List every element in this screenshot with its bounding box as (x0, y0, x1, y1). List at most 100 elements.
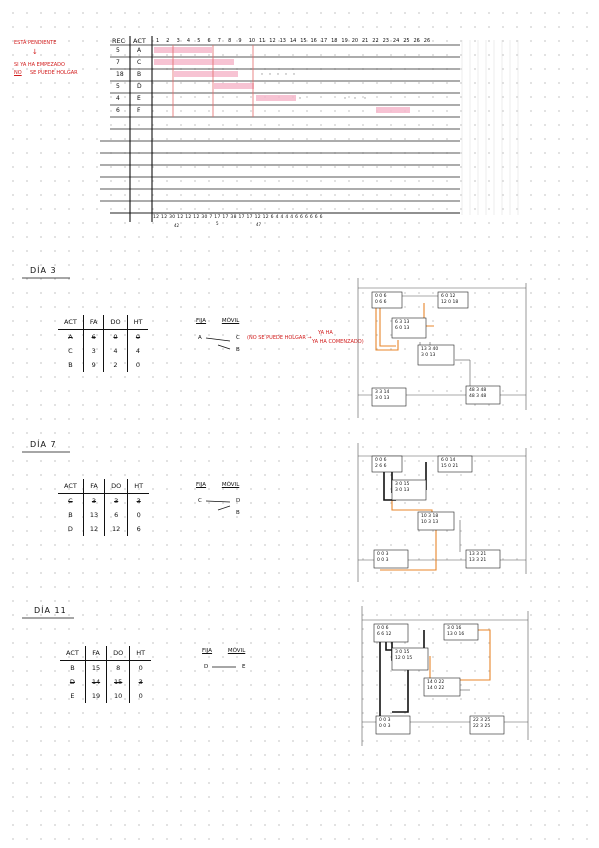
gantt-day-label: 25 (403, 38, 410, 44)
gantt-day-label: 11 (259, 38, 266, 44)
network-node-label: 3 0 13 (375, 396, 390, 401)
network-node-label: 0 0 6 (377, 626, 389, 631)
network-node-label: 14 0 22 (427, 680, 445, 685)
gantt-act-cell: E (137, 95, 141, 102)
network-node-label: 13 0 16 (447, 632, 465, 637)
gantt-day-label: 7 (217, 38, 221, 44)
header-do: DO (103, 315, 128, 330)
movil-activity-2: B (236, 510, 240, 516)
network-node-label: 13 3 21 (469, 558, 487, 563)
cell: B (70, 664, 75, 672)
network-node-label: 10 3 18 (421, 514, 439, 519)
movil-activity-1: D (236, 498, 241, 504)
cell: 4 (103, 344, 128, 358)
gantt-total-note-3: 47 (256, 222, 262, 227)
cell: 0 (129, 689, 152, 703)
day-title: DÍA 3 (30, 266, 57, 275)
network-node-label: 48 3 48 (469, 388, 487, 393)
gantt-day-label: 22 (372, 38, 379, 44)
cell: 3 (104, 493, 128, 508)
gantt-act-cell: A (137, 47, 142, 54)
network-node-label: 0 6 6 (375, 300, 387, 305)
header-fa: FA (84, 646, 107, 661)
cell: E (70, 692, 75, 700)
movil-activity-1: C (236, 335, 240, 341)
gantt-rec-cell: 7 (116, 59, 120, 66)
network-node-label: 6 0 14 (441, 458, 456, 463)
gantt-day-label: 13 (279, 38, 286, 44)
gantt-day-label: 9 (238, 38, 242, 44)
cell: 15 (84, 660, 107, 675)
cell: 12 (104, 522, 128, 536)
network-node-label: 0 0 3 (377, 558, 389, 563)
network-node-label: 22 3 25 (473, 718, 491, 723)
cell: 13 (82, 508, 105, 522)
fija-activity: C (198, 498, 202, 504)
header-act: ACT (58, 479, 84, 494)
network-node-label: 3 0 16 (447, 626, 462, 631)
cell: 0 (126, 358, 149, 372)
header-act: ACT (60, 646, 86, 661)
gantt-day-label: 1 (156, 38, 160, 44)
movil-label: MÓVIL (227, 648, 246, 654)
cell: 6 (104, 508, 128, 522)
cell: C (68, 347, 73, 355)
day-title: DÍA 7 (30, 440, 57, 449)
gantt-rec-cell: 6 (116, 107, 120, 114)
gantt-day-label: 21 (362, 38, 369, 44)
network-node-label: 13 3 21 (469, 552, 487, 557)
cell: 6 (82, 329, 104, 344)
fixed-moving: FIJA MÓVIL (202, 648, 245, 654)
gantt-day-label: 26 (423, 38, 431, 44)
network-node-label: 2 6 6 (375, 464, 387, 469)
cell: 9 (82, 358, 104, 372)
network-node-label: 0 0 6 (375, 294, 387, 299)
gantt-day-label: 24 (392, 38, 400, 44)
fija-label: FIJA (196, 318, 207, 324)
gantt-day-label: 2 (166, 38, 170, 44)
gantt-day-label: 18 (331, 38, 338, 44)
cell: 3 (82, 493, 105, 508)
fija-activity: A (198, 335, 202, 341)
cell: 4 (126, 344, 149, 358)
gantt-day-label: 12 (269, 38, 276, 44)
fija-label: FIJA (196, 482, 207, 488)
network-node-label: 15 0 21 (441, 464, 459, 469)
network-node-label: 12 0 18 (441, 300, 459, 305)
fija-label: FIJA (202, 648, 213, 654)
gantt-day-label: 17 (320, 38, 328, 44)
gantt-day-label: 14 (289, 38, 297, 44)
header-fa: FA (82, 479, 105, 494)
network-node-label: 3 0 15 (395, 650, 410, 655)
fixed-moving: FIJA MÓVIL (196, 482, 239, 488)
header-ht: HT (127, 479, 150, 494)
cell: 3 (129, 675, 152, 689)
movil-label: MÓVIL (221, 482, 240, 488)
day-title: DÍA 11 (34, 606, 67, 615)
network-node-label: 12 0 15 (395, 656, 413, 661)
header-ht: HT (129, 646, 152, 661)
gantt-day-label: 10 (248, 38, 256, 44)
network-node-label: 6 6 12 (377, 632, 392, 637)
cell: B (68, 361, 73, 369)
comment: (NO SE PUEDE HOLGAR → (247, 335, 312, 341)
header-act: ACT (58, 315, 84, 330)
network-node-label: 0 0 3 (377, 552, 389, 557)
cell: 3 (127, 493, 150, 508)
note-started: SI YA HA EMPEZADO (14, 62, 65, 68)
cell: D (67, 525, 73, 533)
note-pending: ESTÁ PENDIENTE (14, 40, 57, 46)
gantt-day-label: 6 (207, 38, 211, 44)
gantt-act-cell: F (137, 107, 141, 114)
gantt-day-label: 23 (382, 38, 389, 44)
cell: 12 (82, 522, 105, 536)
fixed-moving: FIJA MÓVIL (196, 318, 239, 324)
network-node-label: 3 0 15 (395, 482, 410, 487)
gantt-day-label: 19 (341, 38, 348, 44)
network-node-label: 0 0 6 (375, 458, 387, 463)
gantt-day-label: 4 (186, 38, 191, 44)
gantt-day-label: 16 (310, 38, 317, 44)
network-node-label: 48 3 48 (469, 394, 487, 399)
